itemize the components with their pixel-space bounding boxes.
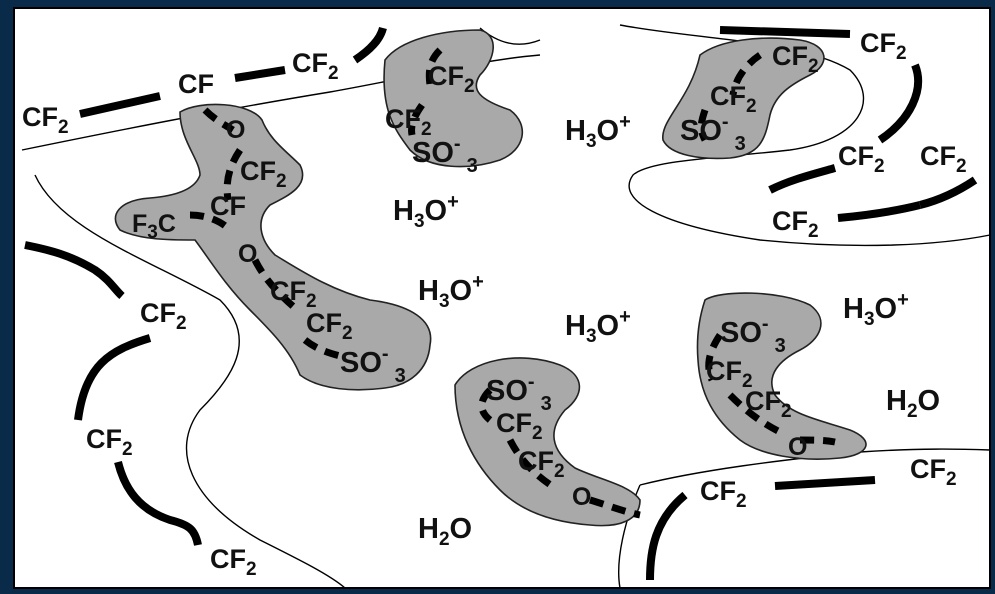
label-cf2: CF2 xyxy=(210,544,257,580)
label-cf2: CF2 xyxy=(140,298,187,334)
label-cf2: CF2 xyxy=(22,102,69,138)
label-cf2: CF2 xyxy=(920,141,967,177)
label-cf2: CF2 xyxy=(240,156,287,192)
label-h3o-plus: H3O+ xyxy=(393,191,459,232)
label-o: O xyxy=(788,433,807,461)
label-o: O xyxy=(226,116,245,144)
label-cf: CF xyxy=(178,69,214,99)
label-cf2: CF2 xyxy=(910,454,957,490)
cluster-bottom-center xyxy=(454,357,641,527)
label-so3: SO-3 xyxy=(412,133,478,177)
side-chains xyxy=(189,47,836,519)
label-h3o-plus: H3O+ xyxy=(843,289,909,330)
label-cf2: CF2 xyxy=(710,81,757,117)
label-cf: CF xyxy=(210,191,246,221)
label-cf2: CF2 xyxy=(518,446,565,482)
label-cf2: CF2 xyxy=(292,48,339,84)
label-cf2: CF2 xyxy=(772,206,819,242)
label-cf2: CF2 xyxy=(86,424,133,460)
label-h2o: H2O xyxy=(418,513,472,550)
label-f3c: F3C xyxy=(132,210,176,243)
label-cf2: CF2 xyxy=(700,476,747,512)
label-cf2: CF2 xyxy=(496,408,543,444)
chemical-labels: CF2 CF CF2 O CF2 F3C CF O CF2 CF2 SO-3 C… xyxy=(22,28,967,580)
label-cf2: CF2 xyxy=(860,28,907,64)
label-so3: SO-3 xyxy=(720,313,786,357)
label-h3o-plus: H3O+ xyxy=(565,306,631,347)
label-cf2: CF2 xyxy=(270,276,317,312)
label-h3o-plus: H3O+ xyxy=(418,271,484,312)
label-cf2: CF2 xyxy=(428,61,475,97)
ionic-clusters xyxy=(114,29,867,527)
label-cf2: CF2 xyxy=(772,41,819,77)
label-cf2: CF2 xyxy=(838,141,885,177)
backbone-chains xyxy=(24,26,978,581)
label-o: O xyxy=(238,240,257,268)
cluster-top-right xyxy=(662,37,825,160)
cluster-main xyxy=(114,103,432,391)
label-so3: SO-3 xyxy=(340,343,406,387)
label-cf2: CF2 xyxy=(706,356,753,392)
label-cf2: CF2 xyxy=(385,104,432,140)
label-h2o: H2O xyxy=(886,385,940,422)
label-so3: SO-3 xyxy=(680,111,746,155)
cluster-right xyxy=(696,292,867,460)
label-o: O xyxy=(572,483,591,511)
label-so3: SO-3 xyxy=(486,371,552,415)
label-h3o-plus: H3O+ xyxy=(565,111,631,152)
cluster-top-center xyxy=(383,29,524,168)
label-cf2: CF2 xyxy=(745,386,792,422)
label-cf2: CF2 xyxy=(306,308,353,344)
